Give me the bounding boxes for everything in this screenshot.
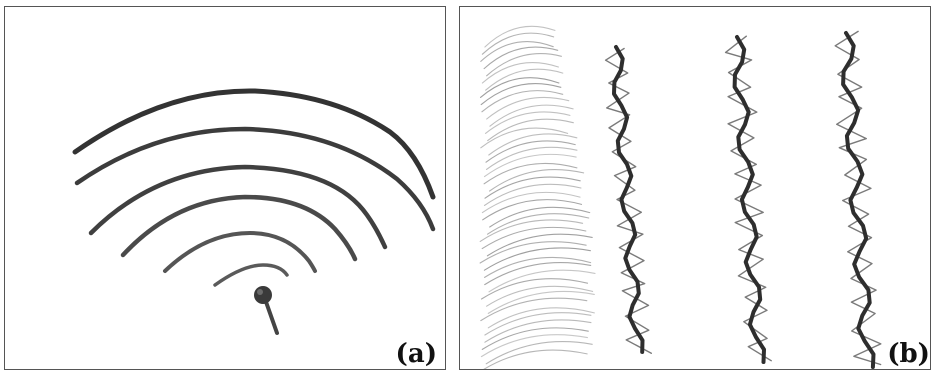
hatch-stroke [485,257,591,277]
hatch-stroke [486,141,575,162]
hatch-stroke [484,163,577,183]
hatch-stroke [485,184,581,205]
hatch-stroke [488,119,574,140]
hatch-stroke [487,147,577,169]
hatch-stroke [481,78,559,98]
hatch-stroke [481,42,553,62]
pin-stem [265,299,277,333]
arc-2 [77,129,433,229]
arc-4 [123,197,355,259]
hatch-stroke [482,328,588,350]
hatch-stroke [481,84,561,105]
concentric-arcs-sketch [5,7,446,370]
hatch-stroke [485,154,577,176]
hatch-stroke [485,313,591,335]
panel-a: (a) [4,6,446,370]
zigzag-strand-thick [843,33,873,367]
hatch-stroke [485,177,580,198]
zigzag-columns [606,31,881,367]
hatch-stroke [480,242,586,263]
hatch-stroke [482,227,586,248]
arc-1 [75,91,433,197]
hatch-stroke [481,128,568,148]
hatch-stroke [487,286,593,306]
arc-5 [165,233,315,271]
pin-head [254,286,272,304]
hatch-stroke [485,263,591,285]
arc-6 [215,265,287,285]
panel-b: (b) [459,6,931,370]
wavy-columns-sketch [460,7,931,370]
panel-label-a: (a) [396,341,437,367]
hatch-stroke [481,335,587,357]
hatch-stroke [485,320,591,342]
hatch-stroke [481,350,587,370]
hatch-column [480,26,595,370]
zigzag-strand-thin [726,36,772,361]
hatch-stroke [482,279,588,299]
hatch-stroke [488,214,589,235]
panel-label-b: (b) [887,341,930,367]
